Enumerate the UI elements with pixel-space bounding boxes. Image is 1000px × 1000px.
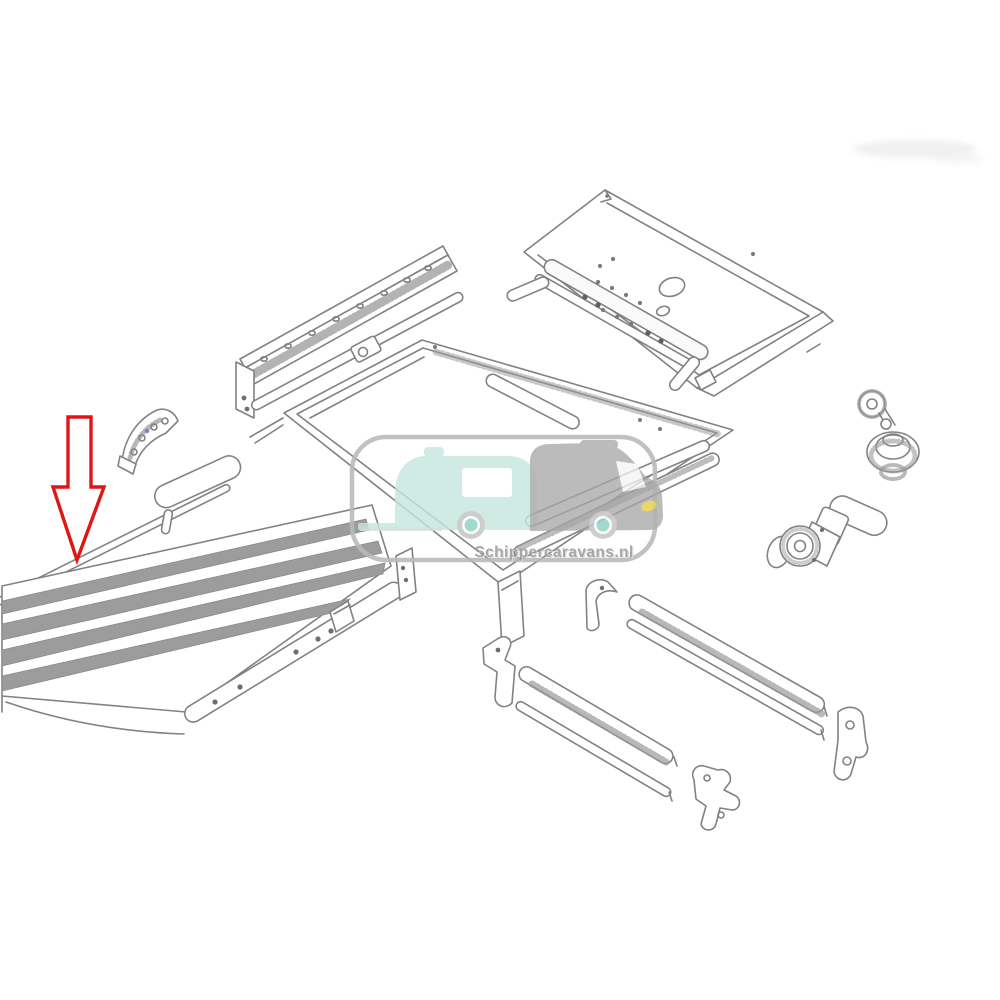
bracket-bottom-holes — [703, 774, 725, 819]
pointer-arrow-outline — [50, 415, 107, 566]
bottom-rail-set — [482, 579, 869, 831]
corner-bracket-accent-dot — [144, 428, 150, 434]
step-end-plate-bolts — [400, 565, 409, 583]
wheel-hub — [464, 518, 478, 532]
frame-slot — [485, 373, 580, 430]
rail-end-plate — [235, 361, 255, 419]
rail-holes — [259, 264, 432, 362]
pointer-arrow — [50, 415, 107, 566]
knob-ribs — [868, 438, 918, 474]
plate-front-bar — [543, 258, 709, 361]
plate-inner-edge — [537, 202, 810, 376]
plate-small-hole — [655, 305, 671, 317]
bracket-right-end — [833, 706, 869, 781]
caravan-hitch — [358, 523, 400, 530]
motor-gear-housing — [779, 525, 821, 567]
drive-motor — [766, 495, 888, 569]
faint-smudge — [853, 140, 984, 164]
plate-corner-tab — [600, 189, 612, 203]
step-pin — [160, 509, 174, 535]
tread-roller — [153, 455, 242, 509]
corner-bracket-foot — [117, 455, 137, 475]
plate-fold-line — [806, 343, 821, 353]
rail-end-bolts — [241, 395, 250, 412]
step-platform — [0, 455, 417, 735]
frame-edge-teeth — [432, 348, 722, 438]
caravan-roof-vent — [424, 447, 444, 457]
bar-clamp-dots — [582, 294, 664, 344]
frame-lip-line — [309, 356, 425, 419]
plate-leg-foot — [694, 369, 717, 391]
drive-knob — [857, 389, 920, 481]
motor-gear-teeth — [781, 527, 819, 565]
motor-gear-ring — [786, 532, 814, 560]
watermark-text: Schippercaravans.nl — [474, 544, 633, 561]
rail-right-feet — [820, 705, 828, 741]
upper-slide-rail — [235, 245, 464, 419]
bracket-left — [482, 635, 516, 708]
rail-right-teeth — [638, 608, 826, 718]
smudge-blob — [932, 152, 984, 164]
rail-left-feet — [668, 756, 678, 802]
plate-flange — [696, 311, 834, 397]
step-rail-bolts — [212, 628, 334, 705]
tread-strips — [1, 518, 386, 692]
bracket-top-hole — [599, 585, 605, 591]
frame-bottom-plate — [497, 570, 525, 648]
van-windshield — [616, 461, 646, 492]
wheel-hub — [596, 518, 610, 532]
tread-strip — [1, 540, 383, 641]
motor-bolts — [812, 528, 824, 562]
step-clip — [329, 600, 355, 633]
van-wheel — [589, 511, 617, 539]
watermark: Schippercaravans.nl Schippercaravans.nl — [349, 434, 663, 563]
knob-gear-hub — [866, 398, 878, 410]
bracket-top — [585, 579, 618, 632]
plate-leg-left — [506, 276, 550, 302]
top-mounting-plate — [506, 189, 834, 397]
corner-bracket — [117, 408, 179, 475]
frame-bottom-plate-line — [501, 580, 519, 591]
plate-large-hole — [658, 276, 686, 298]
motor-gear-hub — [793, 539, 807, 553]
knob-collar — [879, 463, 907, 481]
bracket-left-hole — [495, 647, 501, 653]
van-headlight — [641, 500, 657, 512]
tread-strip — [1, 562, 386, 667]
step-under-edge — [5, 701, 185, 735]
knob-body-top — [882, 433, 904, 447]
rail-right-lower — [626, 618, 825, 736]
van-icon — [530, 440, 663, 531]
motor-tube — [829, 495, 888, 537]
plate-leg-bottom — [668, 356, 701, 392]
step-end-plate — [395, 547, 417, 601]
step-clip-line — [333, 604, 351, 615]
van-roof-vent — [580, 440, 618, 449]
rail-rack-teeth — [245, 260, 453, 381]
knob-gear-teeth — [857, 389, 887, 419]
plate-hole-dots — [595, 194, 756, 327]
bracket-bottom — [691, 764, 741, 831]
bracket-right-holes — [842, 720, 855, 766]
caravan-window — [462, 468, 512, 497]
rail-left-teeth — [528, 680, 670, 766]
caravan-wheel — [457, 511, 485, 539]
watermark-text-shadow: Schippercaravans.nl — [476, 545, 635, 562]
frame-left-extension — [249, 417, 284, 444]
knob-link — [880, 418, 892, 430]
slide-clamp-hole — [357, 346, 369, 358]
corner-bracket-holes — [130, 417, 169, 456]
